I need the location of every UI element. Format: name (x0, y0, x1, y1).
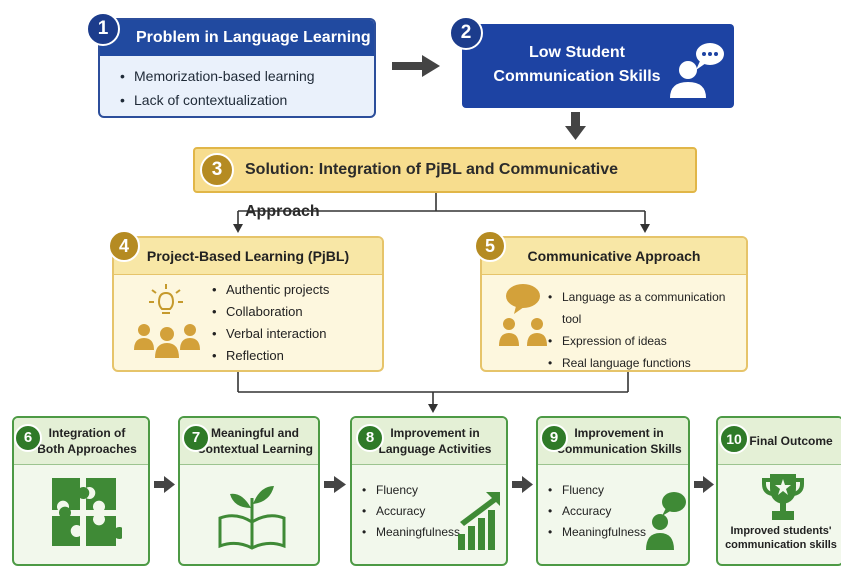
pjbl-bullet: Reflection (212, 345, 329, 367)
communication-skills-bullet: Accuracy (548, 501, 646, 522)
language-activities-box: Improvement in Language Activities Fluen… (350, 416, 508, 566)
pjbl-box: Project-Based Learning (PjBL) Authentic … (112, 236, 384, 372)
lightbulb-icon (149, 284, 183, 314)
step-badge-5: 5 (474, 230, 506, 262)
language-activities-title-line1: Improvement in (390, 426, 480, 440)
language-activities-bullet: Fluency (362, 480, 460, 501)
communication-skills-bullet: Fluency (548, 480, 646, 501)
final-outcome-line2: communication skills (725, 539, 837, 551)
low-skills-title-line2: Communication Skills (493, 68, 661, 85)
problem-title: Problem in Language Learning (100, 20, 374, 56)
low-skills-title-line1: Low Student (529, 44, 625, 61)
language-activities-bullet: Accuracy (362, 501, 460, 522)
step-badge-10: 10 (719, 424, 749, 454)
solution-title: Solution: Integration of PjBL and Commun… (245, 161, 619, 220)
step-badge-2: 2 (449, 16, 483, 50)
low-skills-box: Low Student Communication Skills (462, 24, 734, 108)
language-activities-title-line2: Language Activities (378, 442, 492, 456)
solution-box: Solution: Integration of PjBL and Commun… (193, 147, 697, 220)
team-icon (134, 324, 200, 358)
trophy-icon (762, 474, 804, 520)
step-badge-9: 9 (540, 424, 568, 452)
pjbl-bullet: Verbal interaction (212, 323, 329, 345)
communication-skills-title-line2: Communication Skills (556, 442, 682, 456)
step-badge-1: 1 (86, 12, 120, 46)
growth-chart-icon (458, 492, 500, 550)
final-outcome-line1: Improved students' (730, 525, 832, 537)
integration-title-line1: Integration of (48, 426, 126, 440)
puzzle-icon (52, 478, 122, 546)
communication-skills-title-line1: Improvement in (574, 426, 664, 440)
problem-bullet: Memorization-based learning (120, 64, 374, 88)
integration-title-line2: Both Approaches (37, 442, 137, 456)
pjbl-bullet: Authentic projects (212, 279, 329, 301)
user-chat-icon (670, 43, 724, 98)
step-badge-6: 6 (14, 424, 42, 452)
step-badge-3: 3 (200, 153, 234, 187)
step-badge-8: 8 (356, 424, 384, 452)
meaningful-title-line1: Meaningful and (210, 426, 299, 440)
step-badge-4: 4 (108, 230, 140, 262)
communicative-bullet: Expression of ideas (548, 330, 746, 352)
problem-bullet: Lack of contextualization (120, 88, 374, 112)
pjbl-bullet: Collaboration (212, 301, 329, 323)
problem-box: Problem in Language Learning Memorizatio… (98, 18, 376, 118)
communicative-bullet: Language as a communication tool (548, 286, 746, 330)
open-book-plant-icon (218, 486, 286, 550)
step-badge-7: 7 (182, 424, 210, 452)
speech-bubble-people-icon (499, 284, 547, 346)
communicative-bullet: Real language functions (548, 352, 746, 370)
pjbl-title: Project-Based Learning (PjBL) (114, 238, 382, 275)
final-outcome-title: Final Outcome (749, 434, 833, 448)
person-speech-icon (646, 492, 686, 550)
language-activities-bullet: Meaningfulness (362, 522, 460, 543)
meaningful-title-line2: Contextual Learning (196, 442, 313, 456)
communication-skills-bullet: Meaningfulness (548, 522, 646, 543)
communicative-box: Communicative Approach Language as a com… (480, 236, 748, 372)
communicative-title: Communicative Approach (482, 238, 746, 275)
